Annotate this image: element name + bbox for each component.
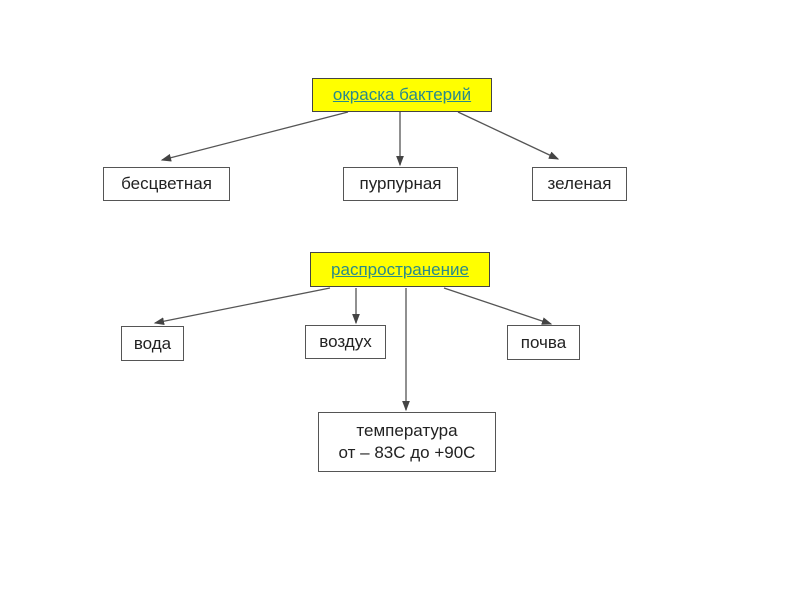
node-water: вода: [121, 326, 184, 361]
node-air: воздух: [305, 325, 386, 359]
arrow-to-green: [457, 111, 560, 160]
node-soil: почва: [507, 325, 580, 360]
node-green: зеленая: [532, 167, 627, 201]
node-temperature: температура от – 83С до +90С: [318, 412, 496, 472]
arrow-to-water: [153, 287, 331, 326]
arrow-to-colorless: [160, 111, 349, 162]
header-bacteria-coloring-link[interactable]: окраска бактерий: [332, 85, 472, 104]
temperature-label: температура: [356, 421, 458, 440]
header-distribution-link[interactable]: распространение: [331, 259, 469, 279]
temperature-range: от – 83С до +90С: [338, 443, 476, 462]
node-purple: пурпурная: [343, 167, 458, 201]
header-bacteria-coloring: окраска бактерий: [312, 78, 492, 112]
arrow-to-soil: [443, 287, 553, 325]
header-distribution: распространение: [310, 252, 490, 287]
node-colorless: бесцветная: [103, 167, 230, 201]
